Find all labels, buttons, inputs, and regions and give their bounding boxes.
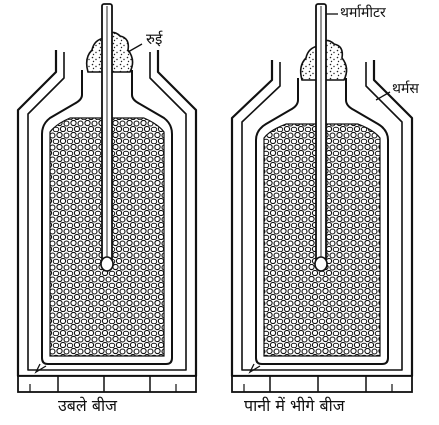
left-thermometer [101, 4, 113, 271]
thermos-label-pointer [376, 92, 390, 100]
right-thermos-base [232, 376, 412, 392]
cotton-label: रुई [146, 32, 162, 47]
left-caption: उबले बीज [58, 398, 117, 414]
left-thermos-base [18, 376, 196, 392]
thermos-label: थर्मस [392, 82, 419, 96]
right-caption: पानी में भीगे बीज [244, 398, 345, 414]
thermometer-label: थर्मामीटर [340, 6, 386, 20]
left-thermos [18, 4, 196, 392]
right-thermometer [315, 4, 327, 271]
cotton-label-pointer [128, 44, 142, 52]
right-thermos [232, 4, 412, 392]
